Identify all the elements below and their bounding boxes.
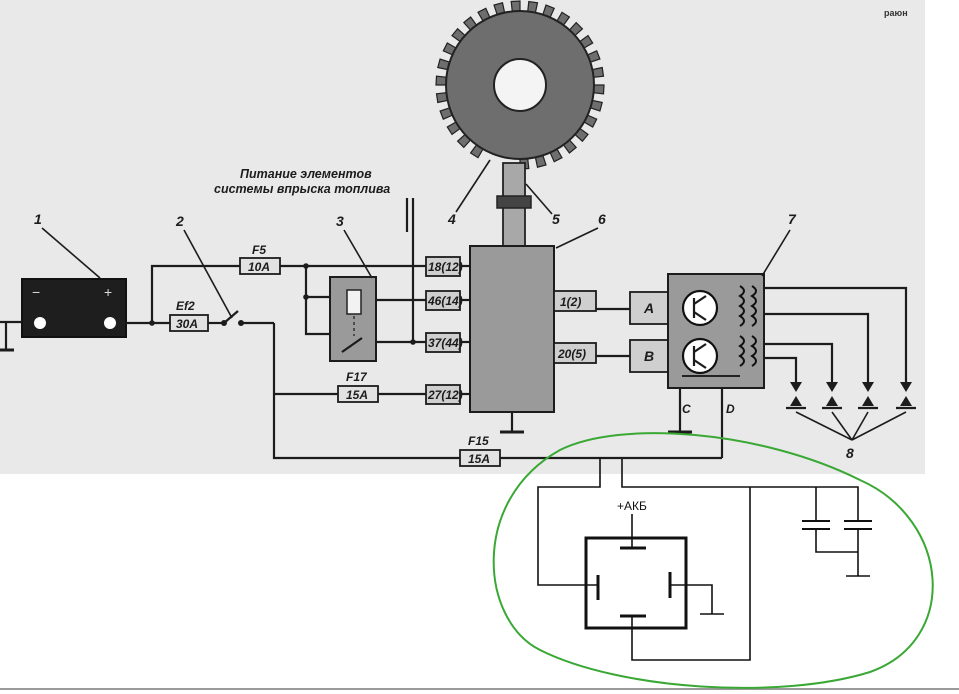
- caption-line-1: Питание элементов: [240, 167, 372, 181]
- fuse-ef2: Ef2 30A: [169, 299, 209, 332]
- callout-2: 2: [175, 213, 184, 229]
- pin-37-44: 37(44): [428, 336, 463, 350]
- fuse-f15: F15 15A: [459, 434, 501, 467]
- callout-4: 4: [447, 211, 456, 227]
- fuse-f17-name: F17: [346, 370, 368, 384]
- fuse-ef2-name: Ef2: [176, 299, 195, 313]
- fuse-f5: F5 10A: [239, 243, 281, 275]
- callout-6: 6: [598, 211, 606, 227]
- pin-20-5: 20(5): [557, 347, 586, 361]
- terminal-d-label: D: [726, 402, 735, 416]
- fuse-f17-rating: 15A: [346, 388, 368, 402]
- reluctor-wheel: [435, 0, 605, 170]
- fuse-f5-name: F5: [252, 243, 266, 257]
- pin-46-14: 46(14): [427, 294, 463, 308]
- ecu-box: [469, 245, 555, 413]
- wires: [126, 198, 908, 460]
- supply-label: +АКБ: [617, 499, 647, 513]
- callout-7: 7: [788, 211, 797, 227]
- battery-plus-mark: +: [104, 284, 112, 300]
- callout-5: 5: [552, 211, 560, 227]
- battery-minus-mark: −: [32, 284, 40, 300]
- input-a-label: A: [643, 300, 654, 316]
- added-circuit: +АКБ: [492, 432, 934, 689]
- pin-1-2: 1(2): [560, 295, 581, 309]
- fuse-ef2-rating: 30A: [176, 317, 198, 331]
- highlight-outline: [492, 432, 934, 689]
- callouts: 1 2 3 4 5 6 7 8: [34, 159, 854, 461]
- ignition-module: [667, 273, 765, 389]
- input-b-label: B: [644, 348, 654, 364]
- main-relay: [329, 276, 377, 362]
- fuse-f5-rating: 10A: [248, 260, 270, 274]
- battery: − +: [21, 278, 127, 338]
- fuse-f15-rating: 15A: [468, 452, 490, 466]
- spark-plugs: [786, 382, 916, 441]
- callout-8: 8: [846, 445, 854, 461]
- relay-square: [584, 536, 688, 630]
- terminal-c-label: C: [682, 402, 691, 416]
- watermark: раюн: [884, 8, 908, 18]
- crankshaft-sensor: [496, 162, 532, 248]
- pin-27-12: 27(12): [427, 388, 463, 402]
- fuse-f17: F17 15A: [337, 370, 379, 403]
- ecu-pins: 18(12) 46(14) 37(44) 27(12) 1(2) 20(5): [425, 256, 597, 405]
- pin-18-12: 18(12): [428, 260, 463, 274]
- callout-3: 3: [336, 213, 344, 229]
- fuse-f15-name: F15: [468, 434, 489, 448]
- caption-line-2: системы впрыска топлива: [214, 182, 390, 196]
- callout-1: 1: [34, 211, 42, 227]
